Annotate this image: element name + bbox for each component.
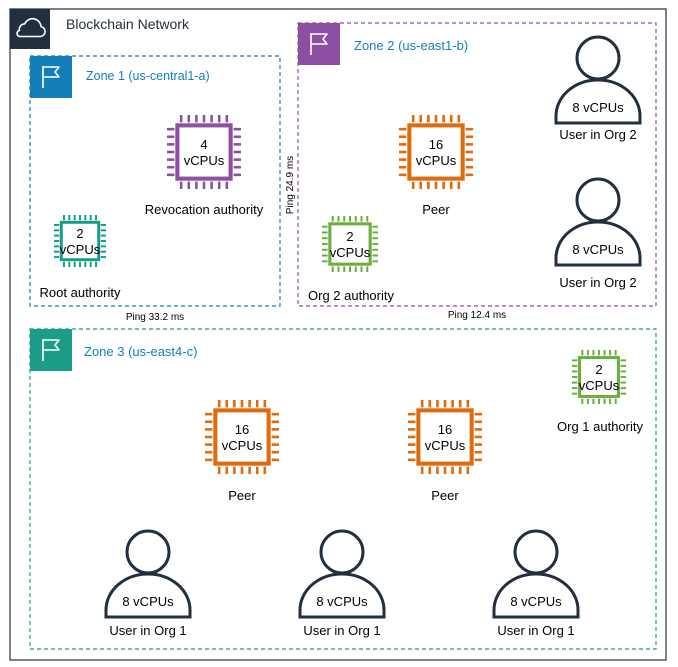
chip-cpu-unit: vCPUs bbox=[60, 242, 101, 257]
chip-cpu-count: 2 bbox=[346, 229, 353, 244]
org2-user-2-label: User in Org 2 bbox=[559, 275, 636, 290]
revocation-authority-label: Revocation authority bbox=[145, 202, 264, 217]
org1-user-2-label: User in Org 1 bbox=[303, 623, 380, 638]
chip-cpu-unit: vCPUs bbox=[330, 245, 371, 260]
chip-body bbox=[407, 123, 465, 181]
user-cpu-label: 8 vCPUs bbox=[316, 594, 368, 609]
chip-body bbox=[328, 222, 372, 266]
org2-user-1-label: User in Org 2 bbox=[559, 127, 636, 142]
flag-icon bbox=[30, 329, 72, 371]
user-cpu-label: 8 vCPUs bbox=[572, 242, 624, 257]
chip-body bbox=[213, 408, 271, 466]
user-cpu-label: 8 vCPUs bbox=[572, 100, 624, 115]
chip-cpu-unit: vCPUs bbox=[222, 438, 263, 453]
chip-cpu-unit: vCPUs bbox=[425, 438, 466, 453]
org1-user-2: 8 vCPUs bbox=[298, 529, 386, 619]
zone-3-title: Zone 3 (us-east4-c) bbox=[84, 344, 197, 359]
root-authority-label: Root authority bbox=[40, 285, 121, 300]
zone-3: Zone 3 (us-east4-c) bbox=[29, 328, 657, 650]
user-icon bbox=[298, 529, 386, 619]
zone-2-title: Zone 2 (us-east1-b) bbox=[354, 38, 468, 53]
zone-1: Zone 1 (us-central1-a) bbox=[29, 55, 281, 307]
zone2-peer-label: Peer bbox=[422, 202, 450, 217]
chip-cpu-count: 16 bbox=[235, 422, 249, 437]
user-cpu-label: 8 vCPUs bbox=[510, 594, 562, 609]
zone-2: Zone 2 (us-east1-b) bbox=[297, 22, 657, 307]
org1-user-3-label: User in Org 1 bbox=[497, 623, 574, 638]
cloud-icon bbox=[10, 9, 50, 49]
chip-pins bbox=[54, 215, 106, 267]
chip-body bbox=[416, 408, 474, 466]
chip-pins bbox=[205, 400, 279, 474]
chip-cpu-unit: vCPUs bbox=[184, 153, 225, 168]
org1-user-1-label: User in Org 1 bbox=[109, 623, 186, 638]
chip-pins bbox=[572, 350, 626, 404]
chip-cpu-count: 16 bbox=[429, 137, 443, 152]
chip-cpu-count: 16 bbox=[438, 422, 452, 437]
chip-body bbox=[59, 220, 101, 262]
user-icon bbox=[104, 529, 192, 619]
org1-user-1: 8 vCPUs bbox=[104, 529, 192, 619]
ping-zone2-zone3-label: Ping 12.4 ms bbox=[448, 310, 506, 321]
chip-pins bbox=[399, 115, 473, 189]
chip-cpu-unit: vCPUs bbox=[416, 153, 457, 168]
user-icon bbox=[554, 35, 642, 125]
org2-user-1: 8 vCPUs bbox=[554, 35, 642, 125]
org1-authority-label: Org 1 authority bbox=[557, 419, 643, 434]
chip-cpu-unit: vCPUs bbox=[579, 378, 620, 393]
flag-icon bbox=[298, 23, 340, 65]
zone3-peer-2-label: Peer bbox=[431, 488, 459, 503]
chip-cpu-count: 2 bbox=[595, 362, 602, 377]
user-icon bbox=[554, 177, 642, 267]
network-title: Blockchain Network bbox=[66, 16, 190, 32]
chip-pins bbox=[167, 115, 241, 189]
chip-cpu-count: 2 bbox=[76, 226, 83, 241]
network-group: Blockchain Network bbox=[9, 8, 667, 661]
flag-icon bbox=[30, 56, 72, 98]
chip-cpu-count: 4 bbox=[200, 137, 207, 152]
zone-1-title: Zone 1 (us-central1-a) bbox=[86, 69, 210, 83]
user-cpu-label: 8 vCPUs bbox=[122, 594, 174, 609]
chip-pins bbox=[322, 216, 378, 272]
chip-body bbox=[578, 356, 620, 398]
ping-zone1-zone2-label: Ping 24.9 ms bbox=[285, 156, 296, 214]
user-icon bbox=[492, 529, 580, 619]
org2-authority-label: Org 2 authority bbox=[308, 288, 394, 303]
zone3-peer-1-label: Peer bbox=[228, 488, 256, 503]
chip-body bbox=[175, 123, 233, 181]
chip-pins bbox=[408, 400, 482, 474]
ping-zone1-zone3-label: Ping 33.2 ms bbox=[126, 312, 184, 323]
org2-user-2: 8 vCPUs bbox=[554, 177, 642, 267]
org1-user-3: 8 vCPUs bbox=[492, 529, 580, 619]
